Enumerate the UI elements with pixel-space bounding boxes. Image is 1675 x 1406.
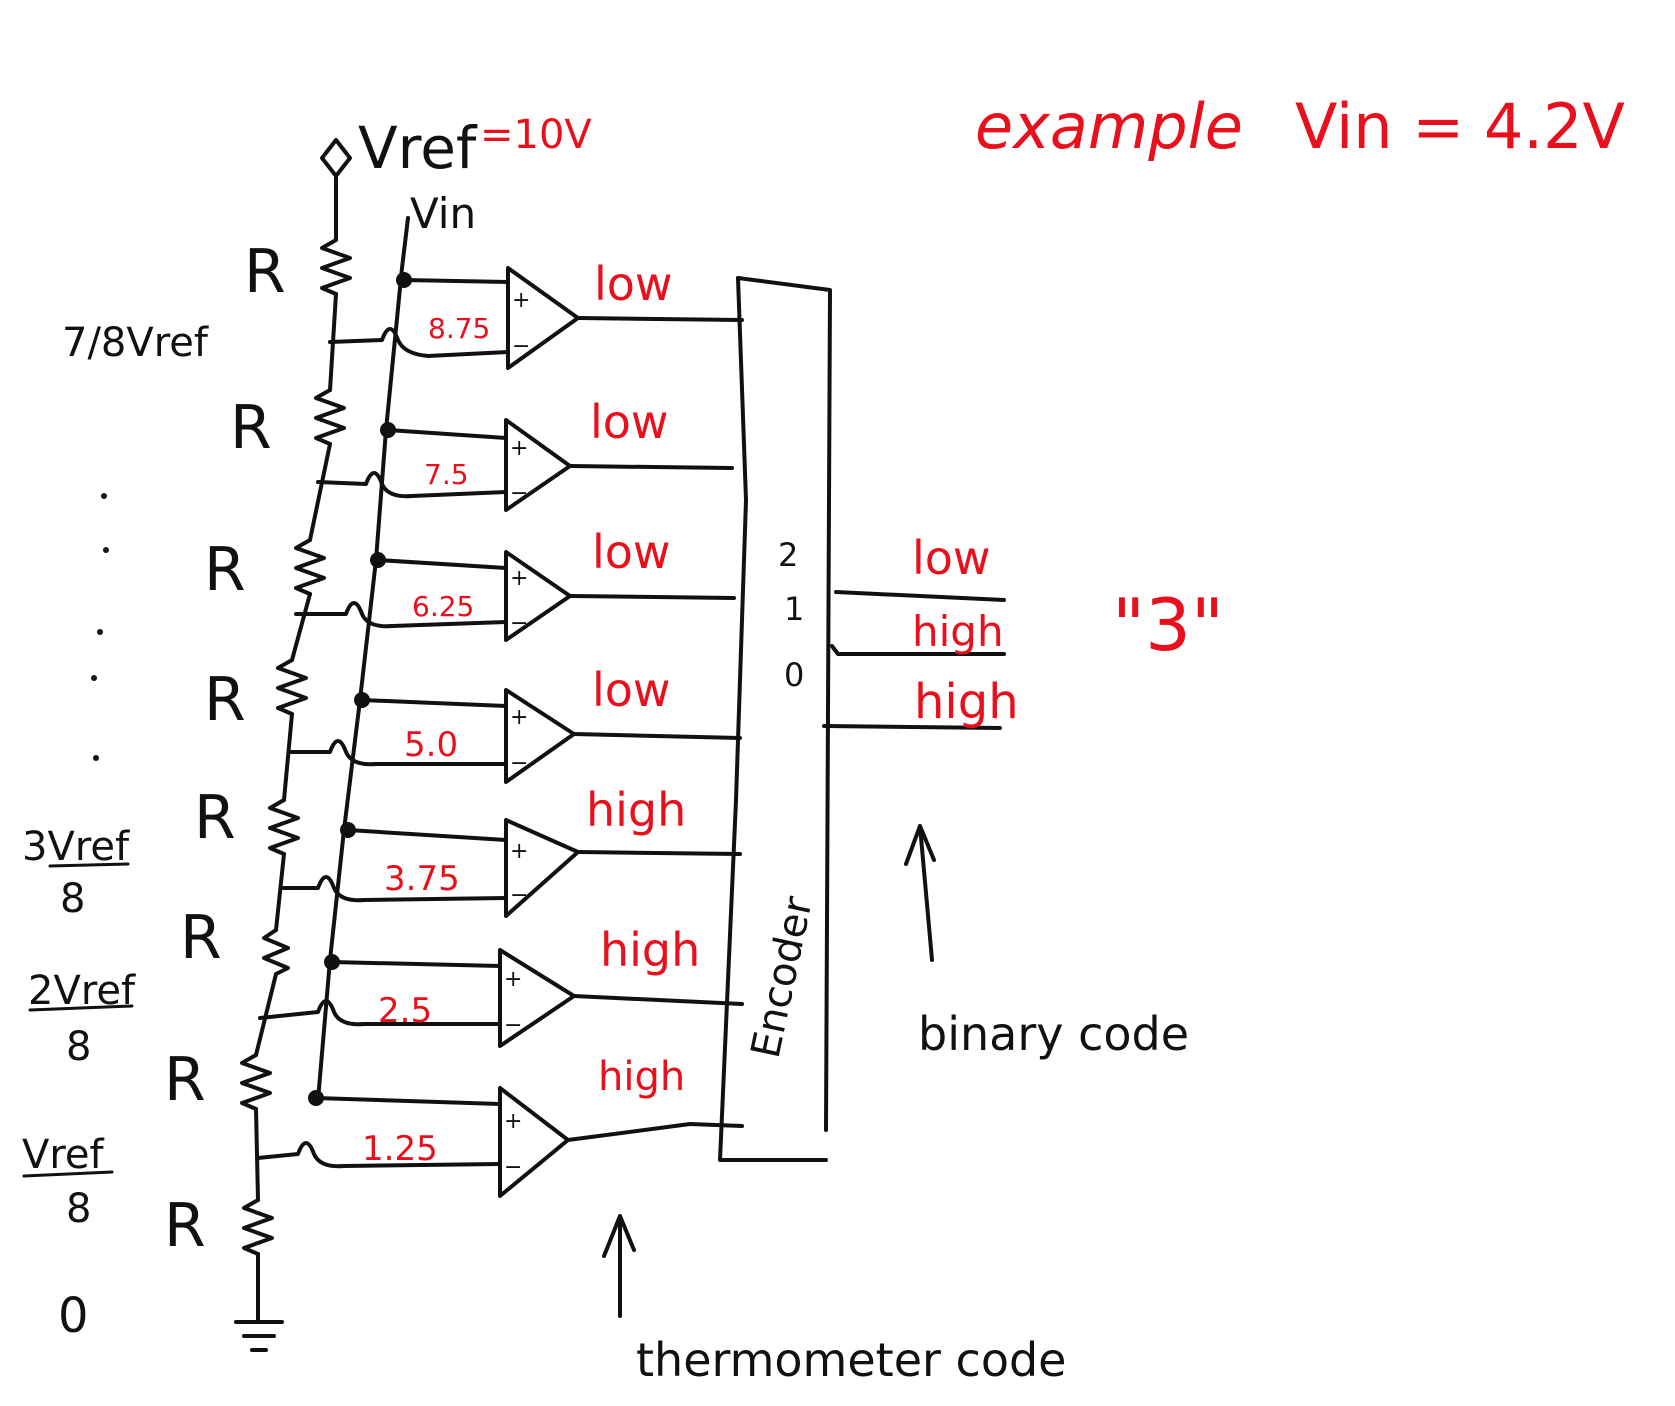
- encoder-result: "3": [1112, 583, 1224, 667]
- resistor-label-4: R: [204, 665, 246, 735]
- vin-label: Vin: [410, 189, 476, 238]
- thermometer-code-label: thermometer code: [636, 1333, 1066, 1387]
- comparator-output-label: high: [600, 923, 700, 977]
- comparator: + − 7.5 low: [316, 395, 734, 512]
- threshold-label: 6.25: [412, 590, 474, 623]
- comparator-output-label: high: [598, 1054, 685, 1100]
- encoder-output-label: high: [914, 674, 1019, 730]
- vin-bus: [316, 216, 410, 1102]
- resistor-label-2: R: [230, 393, 272, 463]
- comparator-output-label: low: [590, 395, 669, 449]
- tap-label-three-den: 8: [60, 876, 85, 922]
- comparator: + − 6.25 low: [294, 525, 736, 642]
- plus-sign: +: [504, 1109, 522, 1134]
- minus-sign: −: [504, 1155, 522, 1180]
- minus-sign: −: [510, 751, 528, 776]
- plus-sign: +: [510, 839, 528, 864]
- minus-sign: −: [510, 611, 528, 636]
- comparator-output-label: low: [594, 257, 673, 311]
- tap-label-ground: 0: [58, 1288, 89, 1344]
- tap-label-two-den: 8: [66, 1024, 91, 1070]
- vref-label: Vref: [358, 114, 478, 182]
- encoder-block: Encoder 2 1 0: [718, 276, 832, 1162]
- encoder-bit-label: 2: [778, 536, 798, 574]
- resistor-ladder: [234, 174, 352, 1352]
- tap-label-one-den: 8: [66, 1186, 91, 1232]
- plus-sign: +: [512, 288, 530, 313]
- minus-sign: −: [512, 334, 530, 359]
- threshold-label: 1.25: [362, 1129, 438, 1169]
- ellipsis-dots: [91, 493, 109, 761]
- threshold-label: 5.0: [404, 725, 458, 765]
- vin-example: Vin = 4.2V: [1295, 90, 1625, 163]
- output-wire-bit1: [830, 644, 1006, 656]
- encoder-label: Encoder: [743, 892, 822, 1062]
- threshold-label: 3.75: [384, 859, 460, 899]
- encoder-output-label: high: [912, 607, 1004, 656]
- minus-sign: −: [504, 1013, 522, 1038]
- example-label: example: [975, 90, 1243, 163]
- comparator-output-label: high: [586, 783, 686, 837]
- encoder-bit-label: 0: [784, 656, 804, 694]
- encoder-output-label: low: [912, 531, 991, 585]
- output-wire-bit0: [822, 724, 1002, 730]
- minus-sign: −: [510, 883, 528, 908]
- output-wire-bit2: [834, 590, 1006, 602]
- comparator: + − 1.25 high: [256, 1054, 744, 1198]
- minus-sign: −: [510, 481, 528, 506]
- tap-label-one-num: Vref: [22, 1132, 105, 1178]
- threshold-label: 2.5: [378, 991, 432, 1031]
- vref-terminal: [320, 138, 352, 178]
- plus-sign: +: [510, 436, 528, 461]
- tap-label-top: 7/8Vref: [62, 320, 209, 366]
- resistor-label-8: R: [164, 1191, 206, 1261]
- resistor-label-6: R: [180, 903, 222, 973]
- plus-sign: +: [510, 705, 528, 730]
- resistor-label-1: R: [244, 237, 286, 307]
- resistor-label-3: R: [204, 535, 246, 605]
- binary-code-arrow: [904, 824, 936, 962]
- plus-sign: +: [504, 967, 522, 992]
- vref-value: =10V: [480, 112, 592, 158]
- resistor-label-7: R: [164, 1045, 206, 1115]
- comparator-output-label: low: [592, 525, 671, 579]
- threshold-label: 7.5: [424, 458, 469, 491]
- encoder-bit-label: 1: [784, 590, 804, 628]
- binary-code-label: binary code: [918, 1007, 1189, 1061]
- threshold-label: 8.75: [428, 312, 490, 345]
- comparator: + − 3.75 high: [280, 783, 742, 918]
- comparator: + − 8.75 low: [328, 257, 744, 370]
- comparator-output-label: low: [592, 663, 671, 717]
- resistor-label-5: R: [194, 783, 236, 853]
- comparator: + − 2.5 high: [258, 923, 744, 1048]
- thermometer-code-arrow: [602, 1214, 636, 1318]
- tap-label-three-num: 3Vref: [22, 824, 130, 870]
- comparator-bank: + − 8.75 low + − 7.5 low + − 6.25: [256, 257, 744, 1198]
- comparator: + − 5.0 low: [288, 663, 742, 784]
- plus-sign: +: [510, 566, 528, 591]
